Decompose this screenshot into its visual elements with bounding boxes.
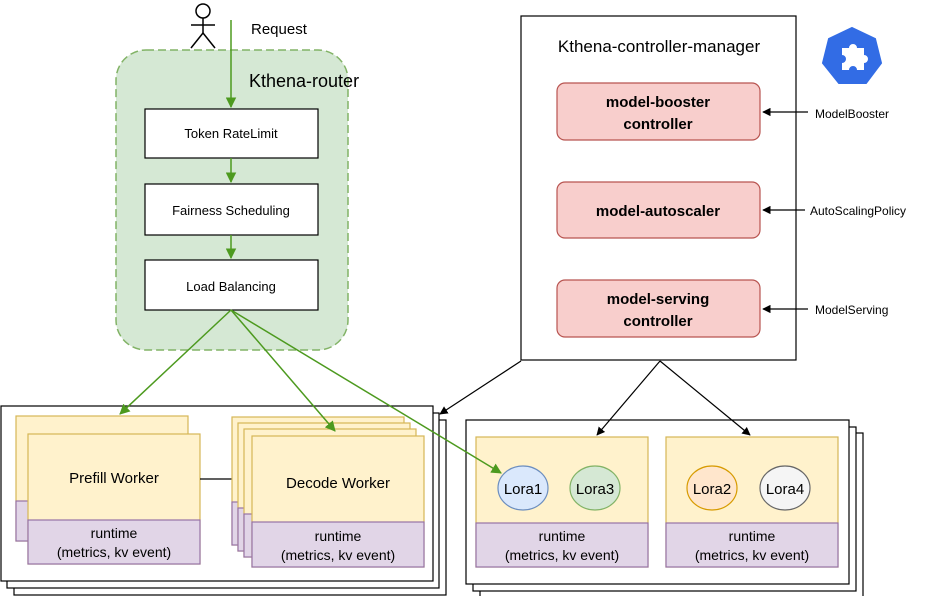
user-icon (190, 3, 216, 49)
lora2-adapter: Lora2 (686, 465, 738, 511)
controller-manager-title: Kthena-controller-manager (558, 37, 761, 56)
svg-text:Lora2: Lora2 (693, 481, 731, 498)
svg-text:model-serving: model-serving (607, 291, 710, 308)
lora1-adapter: Lora1 (497, 465, 549, 511)
svg-text:Fairness Scheduling: Fairness Scheduling (172, 203, 290, 218)
svg-text:Lora1: Lora1 (504, 481, 542, 498)
router-title: Kthena-router (249, 71, 359, 91)
runtime-label: runtime (729, 528, 776, 544)
svg-text:controller: controller (623, 313, 692, 330)
prefill-worker: Prefill Worker runtime (metrics, kv even… (27, 433, 201, 565)
runtime-sublabel: (metrics, kv event) (281, 547, 395, 563)
routing-arrows (119, 309, 502, 474)
runtime-sublabel: (metrics, kv event) (505, 547, 619, 563)
router-stage-token-ratelimit: Token RateLimit (144, 108, 319, 159)
router-stage-load-balancing: Load Balancing (144, 259, 319, 311)
model-booster-controller: model-booster controller (556, 82, 761, 141)
svg-text:model-booster: model-booster (606, 94, 710, 111)
router-stage-fairness-scheduling: Fairness Scheduling (144, 183, 319, 236)
model-serving-controller: model-serving controller (556, 279, 761, 338)
runtime-sublabel: (metrics, kv event) (695, 547, 809, 563)
request-label: Request (251, 21, 308, 38)
svg-text:controller: controller (623, 116, 692, 133)
resource-modelserving: ModelServing (815, 303, 888, 317)
lora-worker-1: runtime (metrics, kv event) Lora1 Lora3 (475, 436, 649, 568)
svg-text:model-autoscaler: model-autoscaler (596, 203, 720, 220)
model-autoscaler-controller: model-autoscaler (556, 181, 761, 239)
svg-text:Lora4: Lora4 (766, 481, 804, 498)
prefill-worker-label: Prefill Worker (69, 470, 159, 487)
runtime-label: runtime (539, 528, 586, 544)
svg-text:Token RateLimit: Token RateLimit (184, 126, 278, 141)
runtime-label: runtime (315, 528, 362, 544)
decode-worker-label: Decode Worker (286, 475, 390, 492)
svg-text:Load Balancing: Load Balancing (186, 279, 276, 294)
lora4-adapter: Lora4 (759, 465, 811, 511)
lora3-adapter: Lora3 (569, 465, 621, 511)
runtime-label: runtime (91, 525, 138, 541)
decode-worker: Decode Worker runtime (metrics, kv event… (251, 435, 425, 568)
controller-arrows (439, 360, 751, 436)
resource-autoscalingpolicy: AutoScalingPolicy (810, 204, 906, 218)
resource-modelbooster: ModelBooster (815, 107, 889, 121)
runtime-sublabel: (metrics, kv event) (57, 544, 171, 560)
lora-worker-2: runtime (metrics, kv event) Lora2 Lora4 (665, 436, 839, 568)
kubernetes-logo-icon (821, 26, 883, 84)
svg-text:Lora3: Lora3 (576, 481, 614, 498)
